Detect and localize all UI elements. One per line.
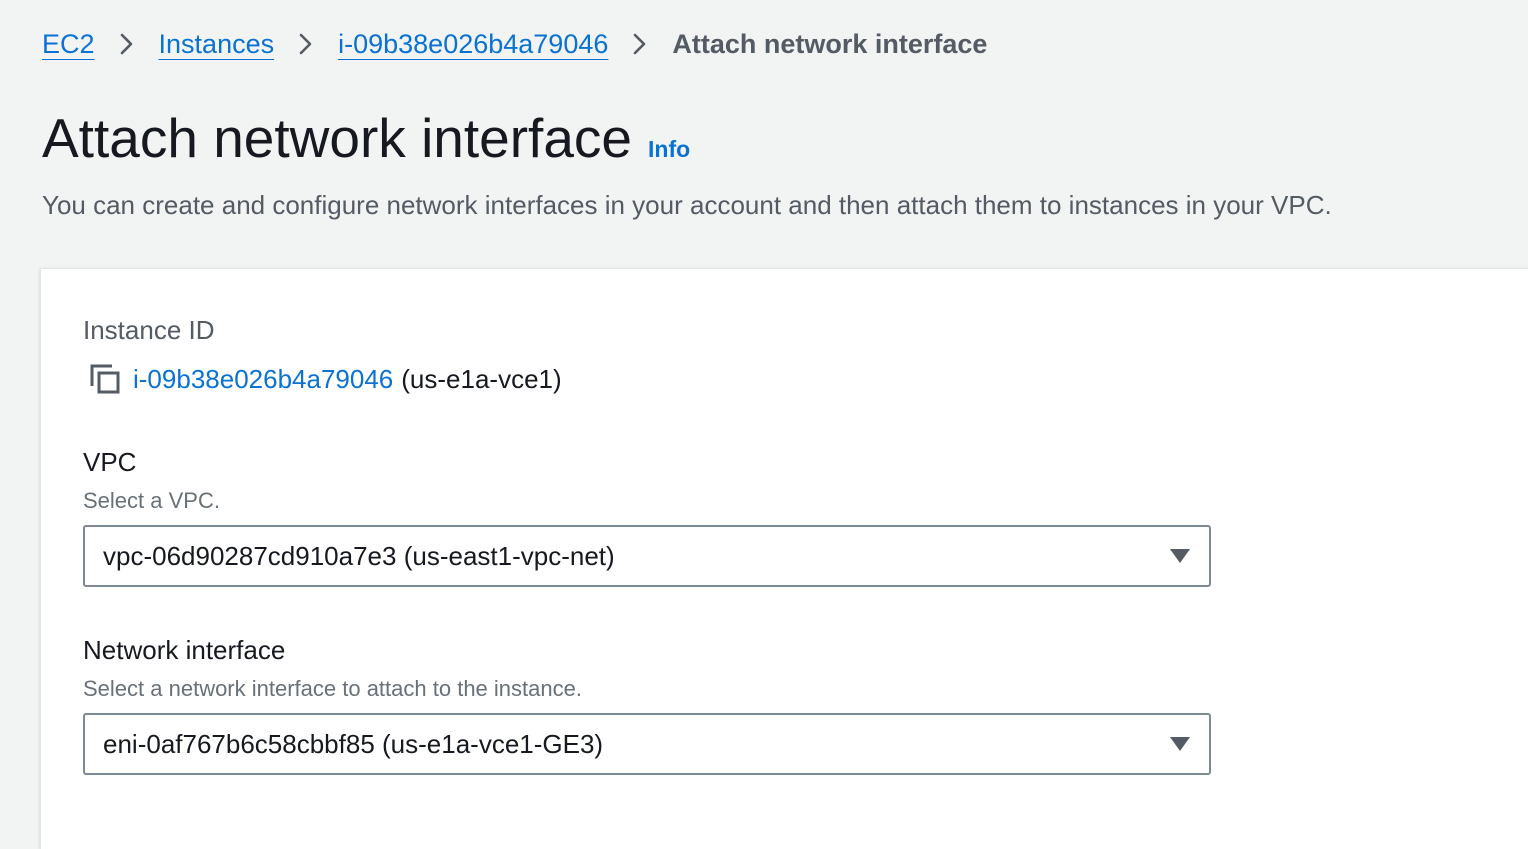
network-interface-description: Select a network interface to attach to … bbox=[83, 676, 582, 701]
instance-id-label: Instance ID bbox=[83, 315, 215, 345]
chevron-right-icon bbox=[608, 33, 672, 55]
info-link[interactable]: Info bbox=[648, 136, 691, 162]
breadcrumb-link-instance-id[interactable]: i-09b38e026b4a79046 bbox=[338, 28, 609, 59]
breadcrumb-link-instances[interactable]: Instances bbox=[158, 28, 275, 59]
chevron-right-icon bbox=[274, 33, 338, 55]
instance-id-value: i-09b38e026b4a79046 (us-e1a-vce1) bbox=[87, 361, 562, 397]
vpc-description: Select a VPC. bbox=[83, 488, 220, 513]
chevron-right-icon bbox=[95, 33, 159, 55]
instance-name: (us-e1a-vce1) bbox=[401, 363, 562, 394]
attach-form-panel: Instance ID i-09b38e026b4a79046 (us-e1a-… bbox=[40, 268, 1528, 849]
network-interface-label: Network interface bbox=[83, 635, 286, 665]
vpc-select[interactable]: vpc-06d90287cd910a7e3 (us-east1-vpc-net) bbox=[83, 525, 1211, 587]
caret-down-icon bbox=[1169, 736, 1191, 752]
page-description: You can create and configure network int… bbox=[42, 190, 1332, 220]
page-header: Attach network interface Info bbox=[42, 106, 690, 170]
breadcrumb-current: Attach network interface bbox=[672, 28, 988, 59]
breadcrumb: EC2 Instances i-09b38e026b4a79046 Attach… bbox=[42, 24, 987, 64]
instance-id-link[interactable]: i-09b38e026b4a79046 bbox=[133, 363, 394, 394]
network-interface-select-value: eni-0af767b6c58cbbf85 (us-e1a-vce1-GE3) bbox=[103, 728, 604, 759]
copy-icon[interactable] bbox=[87, 361, 123, 397]
vpc-select-value: vpc-06d90287cd910a7e3 (us-east1-vpc-net) bbox=[103, 540, 615, 571]
vpc-label: VPC bbox=[83, 447, 137, 477]
network-interface-select[interactable]: eni-0af767b6c58cbbf85 (us-e1a-vce1-GE3) bbox=[83, 713, 1211, 775]
page-title: Attach network interface bbox=[42, 107, 633, 169]
breadcrumb-link-ec2[interactable]: EC2 bbox=[42, 28, 95, 59]
caret-down-icon bbox=[1169, 548, 1191, 564]
